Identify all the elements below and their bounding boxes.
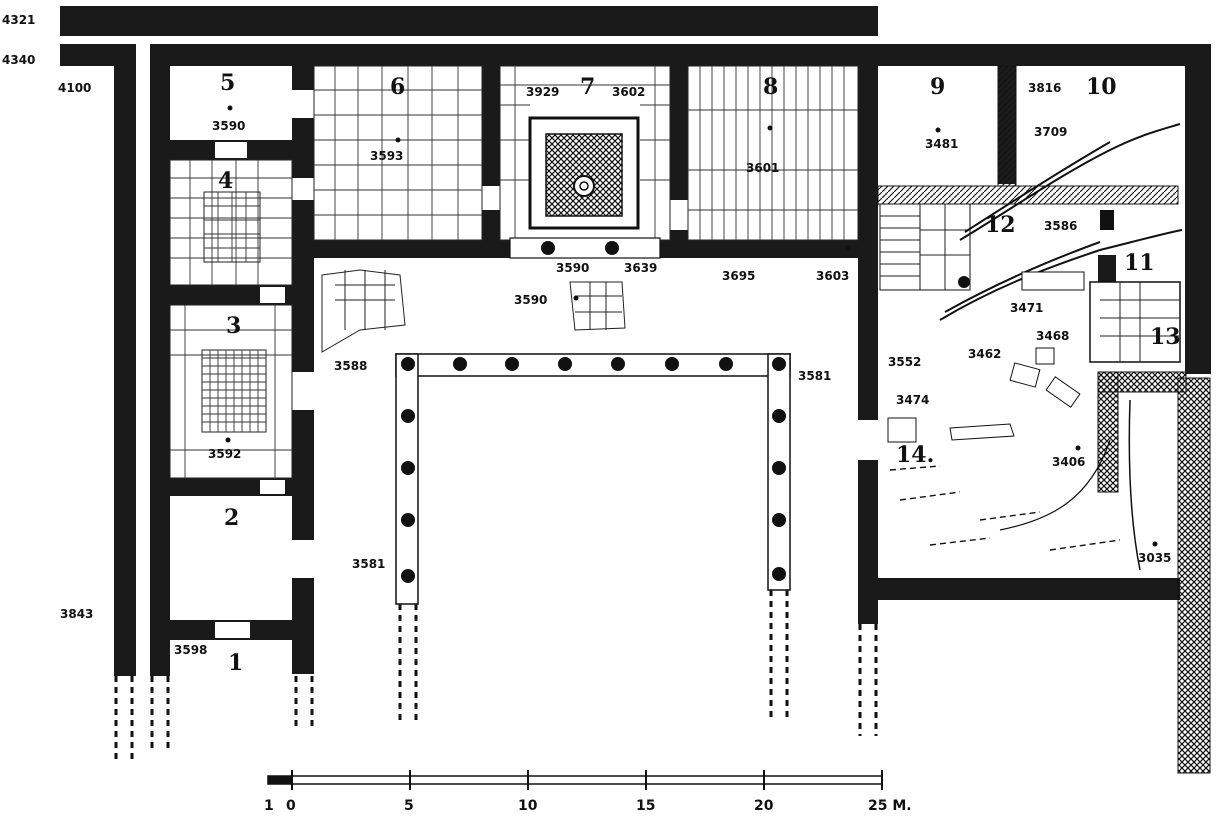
room-label-9: 9 [930,74,945,100]
level-3471: 3471 [1010,301,1043,315]
level-3590-b: 3590 [514,293,547,307]
room-label-3: 3 [226,313,241,339]
level-3406: 3406 [1052,455,1085,469]
north-wall-outer [60,6,878,36]
level-3590-room5: 3590 [212,119,245,133]
room-label-13: 13 [1150,324,1181,350]
level-3816: 3816 [1028,81,1061,95]
scale-tick-10: 10 [518,798,538,814]
peristyle [395,353,791,605]
level-3586: 3586 [1044,219,1077,233]
level-3695: 3695 [722,269,755,283]
room-label-10: 10 [1086,74,1117,100]
level-3035: 3035 [1138,551,1171,565]
level-3552: 3552 [888,355,921,369]
room-label-2: 2 [224,505,239,531]
level-3581-west: 3581 [352,557,385,571]
level-3462: 3462 [968,347,1001,361]
level-3603: 3603 [816,269,849,283]
level-3592: 3592 [208,447,241,461]
scale-tick-20: 20 [754,798,774,814]
room-label-1: 1 [228,650,243,676]
level-4321: 4321 [2,13,35,27]
level-3474: 3474 [896,393,929,407]
scale-tick-5: 5 [404,798,414,814]
level-labels: 4321 4340 4100 3843 3590 3593 3929 3602 … [2,13,1171,657]
room-3-pavement [169,304,293,479]
level-3588: 3588 [334,359,367,373]
room-label-7: 7 [580,74,595,100]
room-6-pavement [313,65,483,241]
level-3581-east: 3581 [798,369,831,383]
level-3843: 3843 [60,607,93,621]
room-4-pavement [169,159,293,286]
level-3598: 3598 [174,643,207,657]
room-label-6: 6 [390,74,405,100]
level-3468: 3468 [1036,329,1069,343]
stylobate-north [509,237,851,259]
room-label-11: 11 [1124,250,1155,276]
room-label-4: 4 [218,168,233,194]
rubble-blocks [321,269,626,353]
room-label-8: 8 [763,74,778,100]
level-3602: 3602 [612,85,645,99]
scale-bar: 1 0 5 10 15 20 25 M. [264,770,912,814]
level-3929: 3929 [526,85,559,99]
west-wall-inner [150,44,170,676]
east-wall [858,44,878,624]
scale-tick-25: 25 M. [868,798,912,814]
west-wall-outer [114,44,136,676]
level-markers [225,105,1158,547]
level-4340: 4340 [2,53,35,67]
level-3639: 3639 [624,261,657,275]
scale-tick-15: 15 [636,798,655,814]
level-3481: 3481 [925,137,958,151]
room-labels: 5 4 3 2 1 6 7 8 9 10 12 11 13 14. [218,70,1181,676]
level-4100: 4100 [58,81,91,95]
north-wall-inner [60,44,878,66]
scale-tick-0: 0 [286,798,296,814]
scale-tick-1: 1 [264,798,274,814]
unexcavated-extensions [114,590,878,760]
room-7-pavement [499,65,671,241]
level-3601: 3601 [746,161,779,175]
east-annex [877,65,1211,774]
level-3593: 3593 [370,149,403,163]
room-label-5: 5 [220,70,235,96]
level-3590-a: 3590 [556,261,589,275]
room-8-pavement [687,65,859,241]
level-3709: 3709 [1034,125,1067,139]
room-label-14: 14. [896,442,934,468]
doorways [136,44,878,676]
room-label-12: 12 [985,212,1016,238]
